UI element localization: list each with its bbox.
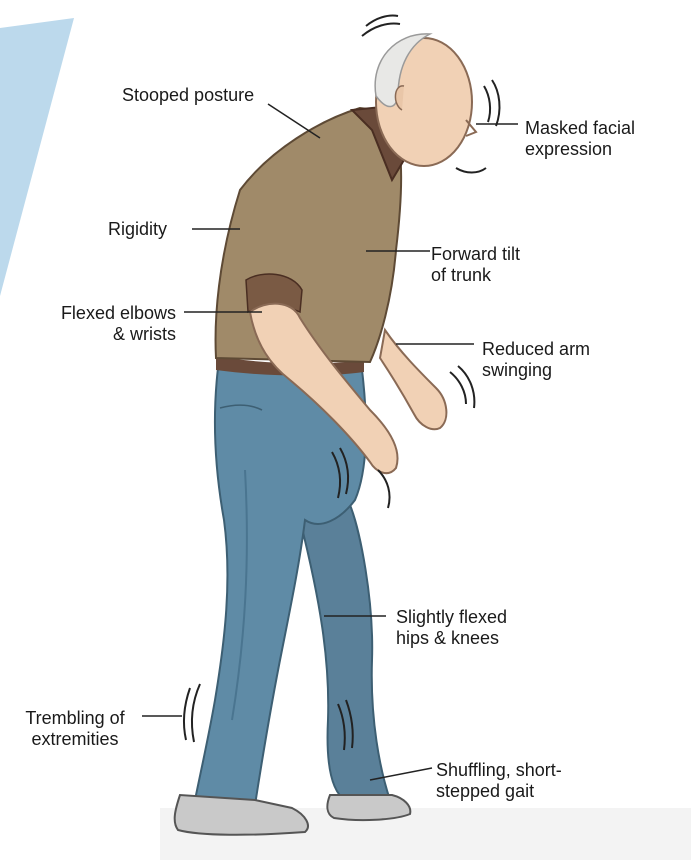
far-arm (380, 330, 446, 429)
label-forward-tilt: Forward tilt of trunk (431, 244, 520, 286)
label-flexed-elbows-line2: & wrists (26, 324, 176, 345)
label-reduced-arm: Reduced arm swinging (482, 339, 590, 381)
label-trembling-line1: Trembling of (8, 708, 142, 729)
label-masked-facial: Masked facial expression (525, 118, 635, 160)
label-slightly-flexed-line1: Slightly flexed (396, 607, 507, 628)
accent-panel (0, 18, 74, 296)
label-trembling-line2: extremities (8, 729, 142, 750)
back-shoe (327, 795, 410, 820)
label-forward-tilt-line1: Forward tilt (431, 244, 520, 265)
shirt (216, 108, 402, 362)
label-flexed-elbows: Flexed elbows & wrists (26, 303, 176, 345)
label-flexed-elbows-line1: Flexed elbows (26, 303, 176, 324)
back-leg (300, 505, 390, 800)
label-rigidity: Rigidity (108, 219, 167, 240)
leader-stooped-posture (268, 104, 320, 138)
label-reduced-arm-line2: swinging (482, 360, 590, 381)
front-shoe (175, 795, 308, 835)
label-shuffling: Shuffling, short- stepped gait (436, 760, 562, 802)
walking-man-figure (175, 15, 500, 834)
label-reduced-arm-line1: Reduced arm (482, 339, 590, 360)
label-forward-tilt-line2: of trunk (431, 265, 520, 286)
label-masked-facial-line2: expression (525, 139, 635, 160)
label-stooped-posture: Stooped posture (122, 85, 254, 106)
label-slightly-flexed-line2: hips & knees (396, 628, 507, 649)
label-shuffling-line1: Shuffling, short- (436, 760, 562, 781)
label-slightly-flexed: Slightly flexed hips & knees (396, 607, 507, 649)
label-masked-facial-line1: Masked facial (525, 118, 635, 139)
label-shuffling-line2: stepped gait (436, 781, 562, 802)
label-trembling: Trembling of extremities (8, 708, 142, 750)
